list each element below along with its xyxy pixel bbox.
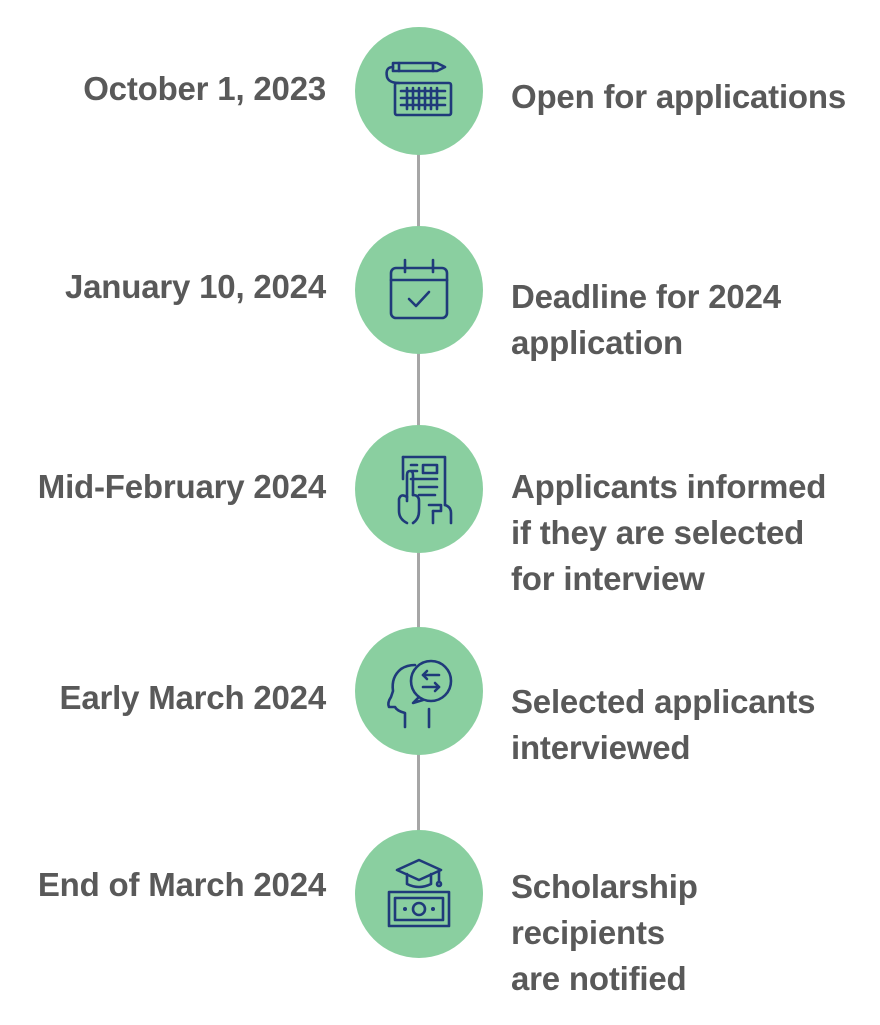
graduation-cap-money-icon [387,858,451,928]
step-date: Mid-February 2024 [37,468,326,505]
step-circle [355,627,483,755]
step-date: October 1, 2023 [83,70,326,107]
keyboard-pencil-icon [385,61,453,117]
step-description: Applicants informed if they are selected… [511,468,827,597]
step-description: Selected applicants interviewed [511,683,816,766]
calendar-check-icon [389,258,449,320]
step-description: Scholarship recipients are notified [511,868,698,997]
head-exchange-icon [387,659,453,729]
step-date: January 10, 2024 [65,268,326,305]
step-date: End of March 2024 [37,866,326,903]
step-circle [355,27,483,155]
document-hand-icon [397,455,453,525]
step-description: Deadline for 2024 application [511,278,781,361]
step-date: Early March 2024 [59,679,327,716]
step-description: Open for applications [511,78,847,115]
step-circle [355,425,483,553]
step-circle [355,830,483,958]
step-circle [355,226,483,354]
